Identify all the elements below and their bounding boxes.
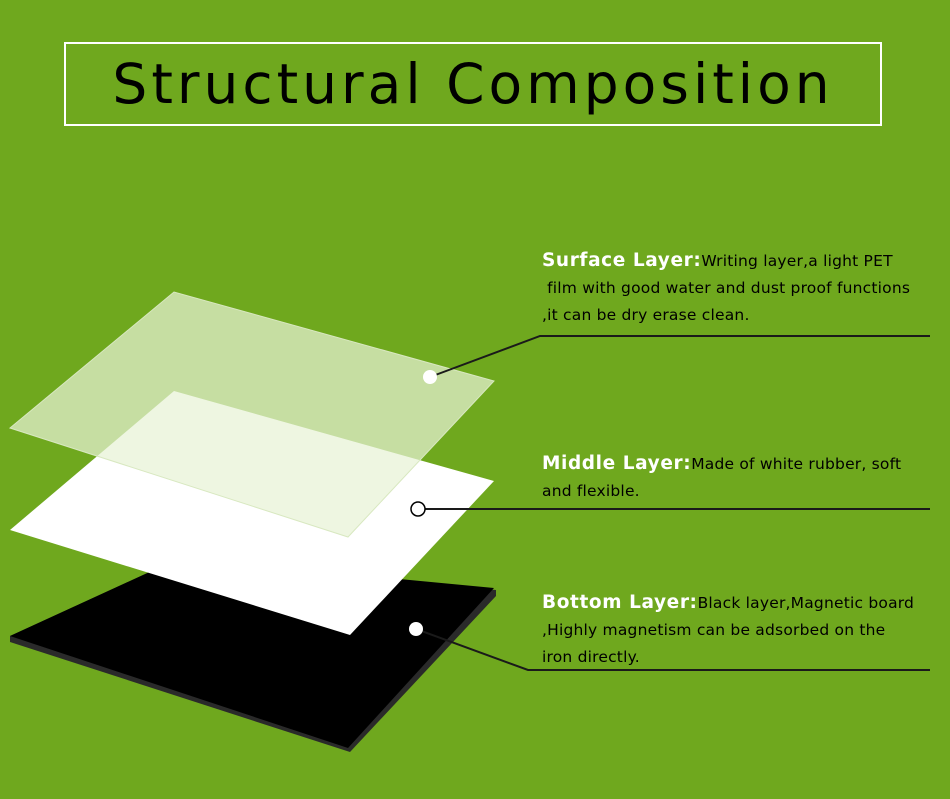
- middle-layer-line-1: Middle Layer:Made of white rubber, soft: [542, 450, 901, 478]
- bottom-leader-line: [415, 628, 930, 671]
- bottom-layer-label: Bottom Layer:: [542, 592, 698, 613]
- surface-layer-text-3: ,it can be dry erase clean.: [542, 306, 750, 324]
- bottom-layer-description: Bottom Layer:Black layer,Magnetic board …: [542, 589, 914, 671]
- bottom-layer-text-1: Black layer,Magnetic board: [697, 594, 915, 612]
- surface-leader-line: [429, 335, 930, 378]
- middle-layer-text-1: Made of white rubber, soft: [691, 455, 902, 473]
- surface-layer-sheet: [8, 291, 495, 538]
- surface-layer-label: Surface Layer:: [542, 250, 702, 271]
- middle-layer-text-2: and flexible.: [542, 482, 640, 500]
- middle-layer-description: Middle Layer:Made of white rubber, soft …: [542, 450, 901, 505]
- title-box: Structural Composition: [64, 42, 882, 126]
- bottom-marker-dot: [409, 622, 423, 636]
- surface-layer-description: Surface Layer:Writing layer,a light PET …: [542, 247, 910, 329]
- page-title: Structural Composition: [112, 52, 834, 116]
- bottom-layer-text-2: ,Highly magnetism can be adsorbed on the: [542, 621, 886, 639]
- surface-marker-dot: [423, 370, 437, 384]
- surface-layer-text-1: Writing layer,a light PET: [701, 252, 893, 270]
- middle-marker-dot: [410, 501, 426, 517]
- surface-layer-text-2: film with good water and dust proof func…: [542, 279, 911, 297]
- bottom-layer-text-3: iron directly.: [542, 648, 640, 666]
- bottom-layer-line-1: Bottom Layer:Black layer,Magnetic board: [542, 589, 914, 617]
- surface-layer-line-1: Surface Layer:Writing layer,a light PET: [542, 247, 910, 275]
- middle-layer-label: Middle Layer:: [542, 453, 692, 474]
